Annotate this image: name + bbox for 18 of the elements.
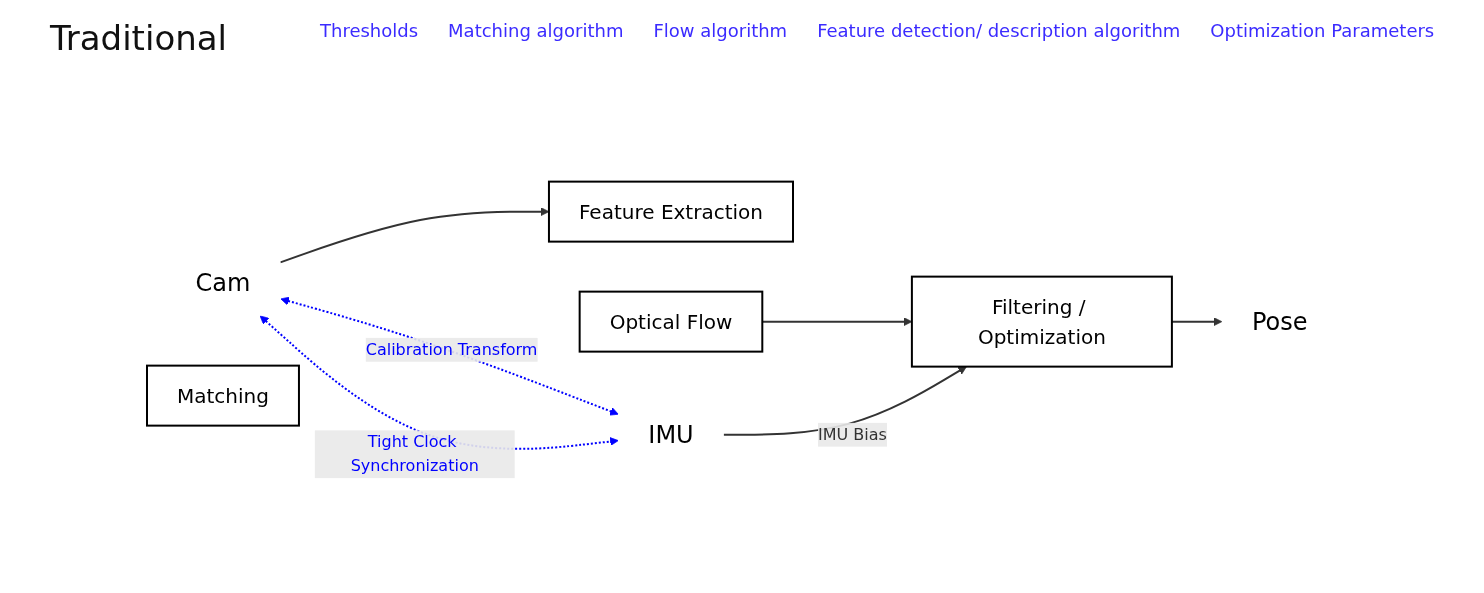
annotation-text: Thresholds	[320, 20, 419, 41]
node-box: Filtering / Optimization	[910, 275, 1173, 368]
diagram-title: Traditional	[50, 18, 228, 58]
node-text: Pose	[1251, 307, 1308, 336]
edge-label: IMU Bias	[817, 424, 887, 444]
annotation-text: Feature detection/ description algorithm	[817, 20, 1181, 41]
edge-label: Tight Clock Synchronization	[350, 432, 479, 476]
annotation-text: Matching algorithm	[448, 20, 624, 41]
node-box: Matching	[145, 364, 300, 427]
annotation-text: Optimization Parameters	[1210, 20, 1435, 41]
node-text: IMU	[648, 420, 694, 449]
annotation-text: Flow algorithm	[653, 20, 788, 41]
node-box: Feature Extraction	[547, 180, 794, 243]
arrow	[259, 315, 619, 450]
node-text: Cam	[195, 268, 251, 297]
edge-label: Calibration Transform	[365, 339, 538, 359]
node-box: Optical Flow	[578, 290, 764, 353]
arrow	[280, 296, 619, 416]
